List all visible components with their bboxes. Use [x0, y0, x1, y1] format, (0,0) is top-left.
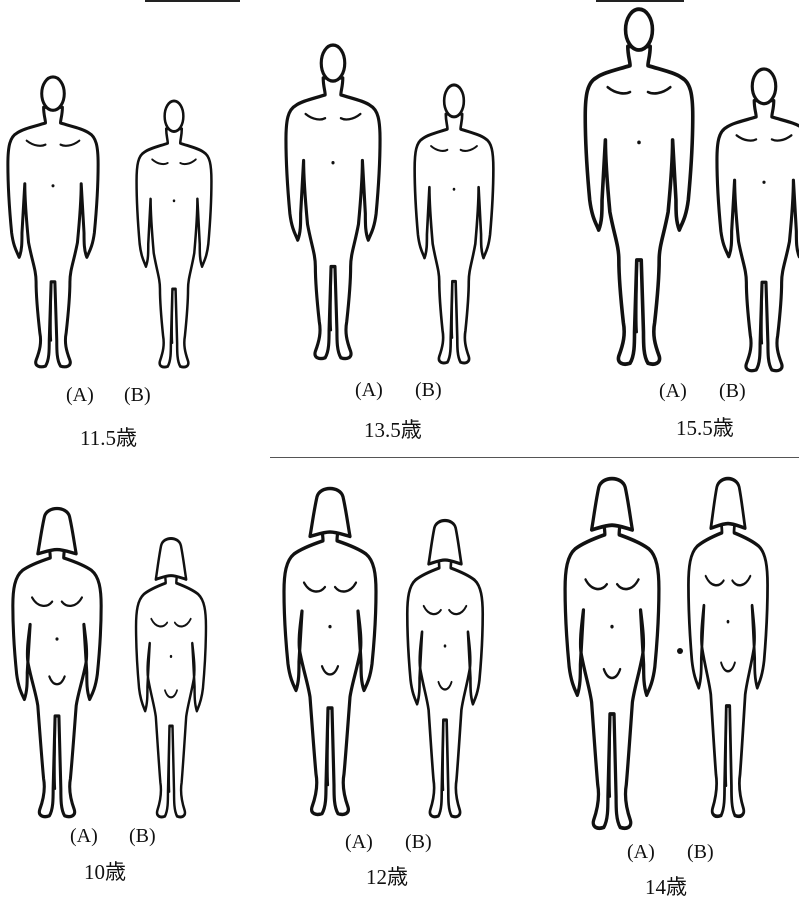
age-label-12: 12歳 [366, 861, 408, 891]
figure-10-b [136, 538, 206, 816]
label-b-10: (B) [129, 825, 156, 848]
figure-12-b [407, 521, 482, 817]
figure-14-a [565, 479, 659, 829]
age-label-15-5: 15.5歳 [676, 412, 734, 442]
label-a-12: (A) [345, 831, 373, 854]
age-label-11-5: 11.5歳 [80, 422, 137, 452]
stray-dot [676, 647, 684, 655]
label-b-12: (B) [405, 831, 432, 854]
age-label-13-5: 13.5歳 [364, 414, 422, 444]
figure-11-5-a [8, 77, 98, 367]
row-separator [270, 457, 799, 458]
figure-13-5-b [415, 85, 494, 363]
label-a-10: (A) [70, 825, 98, 848]
label-a-14: (A) [627, 841, 655, 864]
label-b-14: (B) [687, 841, 714, 864]
figure-12-a [284, 489, 376, 815]
figure-15-5-a [585, 9, 693, 364]
label-a-11-5: (A) [66, 384, 94, 407]
label-b-13-5: (B) [415, 379, 442, 402]
figure-15-5-b [717, 69, 799, 371]
figure-14-b [688, 479, 767, 817]
figure-11-5-b [137, 101, 212, 367]
age-label-10: 10歳 [84, 856, 126, 886]
label-b-15-5: (B) [719, 380, 746, 403]
label-b-11-5: (B) [124, 384, 151, 407]
age-label-14: 14歳 [645, 871, 687, 901]
label-a-13-5: (A) [355, 379, 383, 402]
figure-10-a [13, 509, 101, 817]
label-a-15-5: (A) [659, 380, 687, 403]
figure-13-5-a [286, 45, 380, 358]
